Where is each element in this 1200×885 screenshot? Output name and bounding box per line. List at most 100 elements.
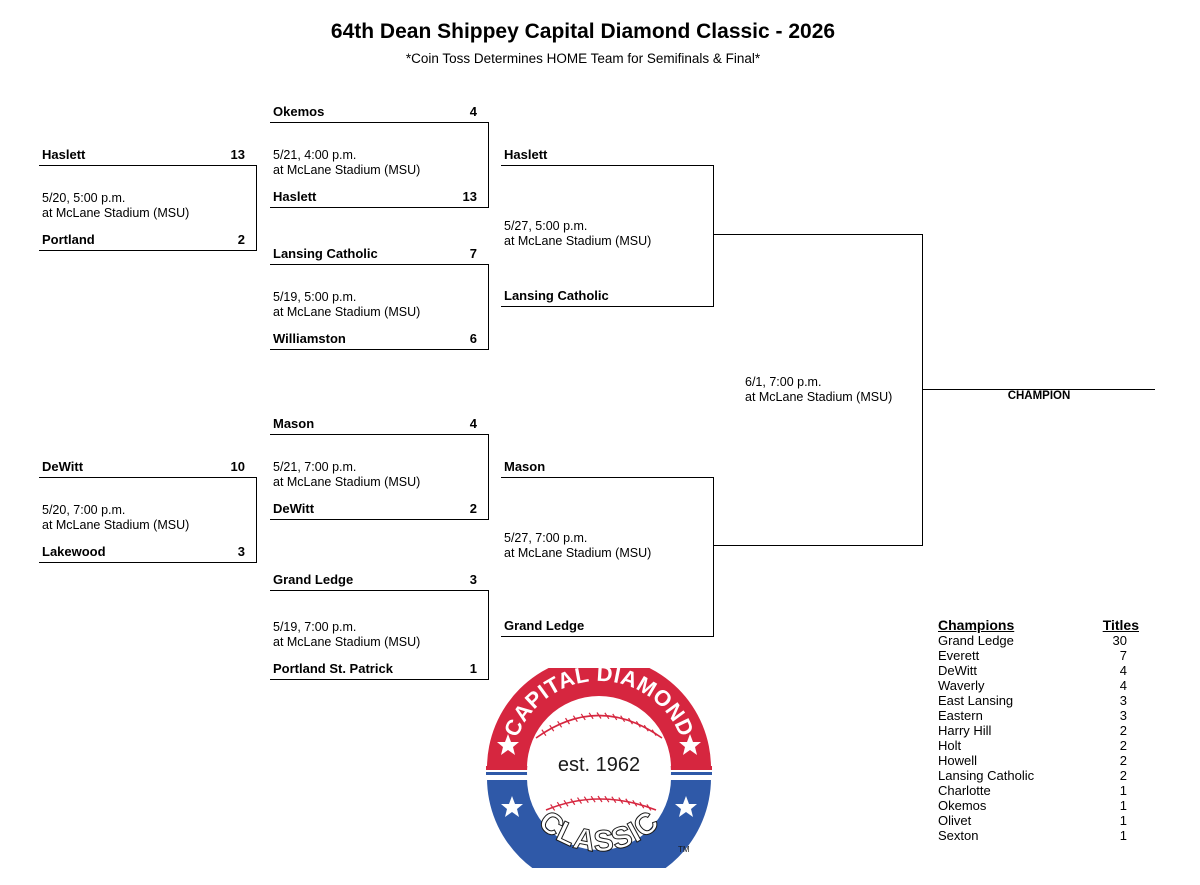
team-name: Haslett [42,147,86,162]
seam-stitch [563,799,569,807]
bracket-slot: Lansing Catholic [501,288,714,307]
team-score: 3 [237,544,245,559]
champion-name: Grand Ledge [938,633,1014,648]
seam-stitch [632,799,638,807]
seam-stitch [549,724,555,732]
team-name: Grand Ledge [504,618,585,633]
bracket-line [713,477,714,636]
champion-name: Charlotte [938,783,991,798]
team-score: 3 [469,572,477,587]
bracket-line [713,165,714,306]
seam-stitch [639,801,645,809]
game-venue: at McLane Stadium (MSU) [273,163,421,177]
champion-titles: 2 [1119,768,1127,783]
seam-stitch [628,717,633,725]
champion-titles: 30 [1112,633,1127,648]
bracket-line [256,477,257,562]
bracket-slot: Haslett 13 [270,189,489,208]
seam-stitch [651,729,657,737]
seam-stitch [618,797,624,804]
team-score: 4 [469,416,477,431]
bracket-slot: DeWitt 10 [39,459,257,478]
seam-stitch [541,729,547,737]
game-info: 5/19, 7:00 p.m. at McLane Stadium (MSU) [273,620,420,650]
seam-stitch [583,796,589,804]
game-date: 5/21, 7:00 p.m. [273,460,357,474]
seam-stitch [625,798,631,806]
logo-tm: TM [678,845,690,854]
champion-name: Eastern [938,708,983,723]
seam-stitch [635,720,641,728]
bracket-line [488,590,489,679]
champion-name: Howell [938,753,978,768]
bracket-slot: Portland 2 [39,232,257,251]
champion-name: Holt [938,738,962,753]
champion-name: Lansing Catholic [938,768,1035,783]
logo-ring-blue [487,778,711,868]
team-name: Lansing Catholic [273,246,378,261]
game-info: 5/21, 4:00 p.m. at McLane Stadium (MSU) [273,148,420,178]
team-score: 2 [469,501,477,516]
seam-stitch [550,804,556,811]
game-date: 5/19, 7:00 p.m. [273,620,357,634]
game-date: 6/1, 7:00 p.m. [745,375,822,389]
seam-stitch [604,795,610,803]
champion-titles: 1 [1119,828,1127,843]
bracket-slot: Lakewood 3 [39,544,257,563]
logo-ring-red [487,668,711,768]
logo-center [527,701,671,845]
game-venue: at McLane Stadium (MSU) [273,305,421,319]
page-subtitle: *Coin Toss Determines HOME Team for Semi… [405,51,761,66]
champion-titles: 4 [1119,678,1127,693]
logo-ring [486,668,712,868]
game-date: 5/20, 7:00 p.m. [42,503,126,517]
seam-stitch [646,804,652,811]
seam-stitch [570,798,576,806]
game-date: 5/27, 7:00 p.m. [504,531,588,545]
page-title: 64th Dean Shippey Capital Diamond Classi… [330,20,836,43]
seam-stitch [620,715,626,722]
champions-header-titles: Titles [1102,617,1139,633]
champion-titles: 1 [1119,798,1127,813]
bracket-slot: Williamston 6 [270,331,489,350]
bracket-slot: Okemos 4 [270,104,489,123]
team-name: Haslett [273,189,317,204]
seam-stitch [580,713,586,721]
seam-stitch [604,712,610,720]
bracket-line [714,234,922,235]
champion-name: Waverly [938,678,985,693]
champion-titles: 7 [1119,648,1127,663]
bracket-slot: Mason [501,459,714,478]
champion-titles: 3 [1119,708,1127,723]
bracket-line [488,122,489,207]
team-name: Grand Ledge [273,572,354,587]
game-venue: at McLane Stadium (MSU) [42,518,190,532]
game-date: 5/21, 4:00 p.m. [273,148,357,162]
bracket-slot: Mason 4 [270,416,489,435]
champion-row: Grand Ledge 30 [938,633,1143,648]
seam-stitch [557,720,563,728]
champion-name: DeWitt [938,663,977,678]
seam-stitch [612,713,618,721]
seam-stitch [596,712,602,719]
seam-stitch [556,801,562,809]
bracket-slot: Haslett 13 [39,147,257,166]
bracket-slot: Grand Ledge 3 [270,572,489,591]
team-name: Portland [42,232,95,247]
star-icon [501,796,523,817]
game-venue: at McLane Stadium (MSU) [42,206,190,220]
champions-header-name: Champions [938,617,1015,633]
seam-stitch [643,724,649,732]
seam-stitch [572,715,578,722]
star-icon [679,734,701,755]
bracket-slot: DeWitt 2 [270,501,489,520]
bracket-line [922,234,923,546]
champion-line [923,389,1155,390]
